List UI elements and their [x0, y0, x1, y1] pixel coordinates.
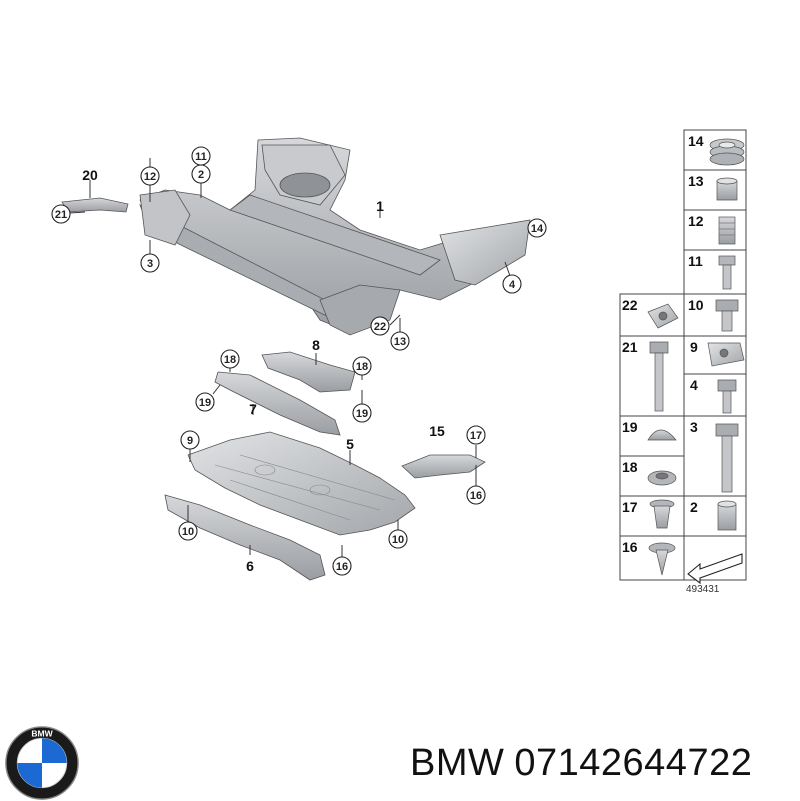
table-num-19: 19: [622, 419, 638, 435]
callout-19b: 19: [352, 403, 372, 423]
cap-icon: [647, 429, 677, 441]
label-7: 7: [249, 401, 257, 417]
table-num-14: 14: [688, 133, 704, 149]
bolt-4-icon: [717, 379, 737, 414]
callout-10b: 10: [388, 529, 408, 549]
callout-13: 13: [390, 331, 410, 351]
callout-11: 11: [191, 146, 211, 166]
callout-17-label: 17: [470, 430, 482, 442]
callout-22: 22: [370, 316, 390, 336]
table-num-9: 9: [690, 339, 698, 355]
callout-14-label: 14: [531, 223, 544, 235]
washer-icon: [647, 470, 677, 486]
bolt-11-icon: [718, 255, 736, 290]
expanding-nut-icon: [649, 499, 675, 529]
arrow-icon: [687, 553, 743, 585]
coil-insert-icon: [709, 138, 745, 166]
table-num-11: 11: [688, 253, 703, 269]
part-15-bracket: [401, 454, 486, 479]
table-num-17: 17: [622, 499, 638, 515]
callout-9-label: 9: [187, 435, 193, 447]
bolt-3-icon: [715, 423, 739, 493]
callout-2-label: 2: [198, 169, 204, 181]
callout-11-label: 11: [195, 151, 207, 163]
sleeve-nut-icon: [717, 500, 737, 531]
callout-18-label: 18: [224, 354, 236, 366]
table-num-13: 13: [688, 173, 704, 189]
brand-name: BMW: [410, 742, 505, 784]
callout-13-label: 13: [394, 336, 406, 348]
parts-table-pictures: [647, 138, 745, 585]
callout-16-label: 16: [470, 490, 482, 502]
bmw-logo: BMW: [5, 726, 79, 800]
square-nut-icon: [647, 303, 679, 329]
part-5-ribs: [214, 454, 396, 521]
part-8-bracket: [261, 351, 356, 393]
callout-10-label: 10: [182, 526, 194, 538]
svg-text:BMW: BMW: [31, 728, 53, 738]
threaded-insert-icon: [718, 216, 736, 245]
callout-12: 12: [140, 166, 160, 186]
table-num-16: 16: [622, 539, 638, 555]
callout-22-label: 22: [374, 321, 386, 333]
callout-10-label: 10: [392, 534, 404, 546]
table-num-18: 18: [622, 459, 638, 475]
callout-21-label: 21: [55, 209, 67, 221]
callout-4-label: 4: [509, 279, 516, 291]
table-num-10: 10: [688, 297, 704, 313]
callout-16-label: 16: [336, 561, 348, 573]
part-20-bracket: [61, 197, 129, 213]
label-6: 6: [246, 558, 254, 574]
label-20: 20: [82, 167, 98, 183]
parts-table-numbers: 14 13 12 11 10 9 4 3 2 22 21 19 18 17 16: [622, 133, 704, 555]
callout-10a: 10: [178, 521, 198, 541]
diagram-reference-number: 493431: [686, 584, 720, 595]
table-num-2: 2: [690, 499, 698, 515]
label-1: 1: [376, 198, 384, 214]
part-5-underbody-panel: [187, 431, 416, 536]
callout-14: 14: [527, 218, 547, 238]
callout-17: 17: [466, 425, 486, 445]
callout-16a: 16: [466, 485, 486, 505]
bolt-21-icon: [649, 341, 669, 412]
callout-3-label: 3: [147, 258, 153, 270]
subframe-illustration: [139, 137, 531, 336]
callout-2: 2: [191, 164, 211, 184]
label-5: 5: [346, 436, 354, 452]
callout-4: 4: [502, 274, 522, 294]
table-num-3: 3: [690, 419, 698, 435]
callout-3: 3: [140, 253, 160, 273]
callout-12-label: 12: [144, 171, 156, 183]
callout-18a: 18: [220, 349, 240, 369]
part-7-strip: [214, 371, 341, 436]
callout-18b: 18: [352, 356, 372, 376]
table-num-22: 22: [622, 297, 638, 313]
label-15: 15: [429, 423, 445, 439]
bolt-10-icon: [715, 299, 739, 332]
callouts: 12 11 2 21 3 14 4 22 13 18 18 19 19 9 17…: [51, 146, 547, 576]
table-num-21: 21: [622, 339, 638, 355]
part-number: 07142644722: [514, 742, 753, 784]
callout-19-label: 19: [199, 397, 211, 409]
callout-21: 21: [51, 204, 71, 224]
table-num-12: 12: [688, 213, 704, 229]
callout-19a: 19: [195, 392, 215, 412]
callout-19-label: 19: [356, 408, 368, 420]
callout-16b: 16: [332, 556, 352, 576]
callout-9: 9: [180, 430, 200, 450]
parts-table: [619, 129, 747, 581]
callout-18-label: 18: [356, 361, 368, 373]
table-num-4: 4: [690, 377, 698, 393]
label-8: 8: [312, 337, 320, 353]
push-clip-icon: [648, 542, 676, 576]
